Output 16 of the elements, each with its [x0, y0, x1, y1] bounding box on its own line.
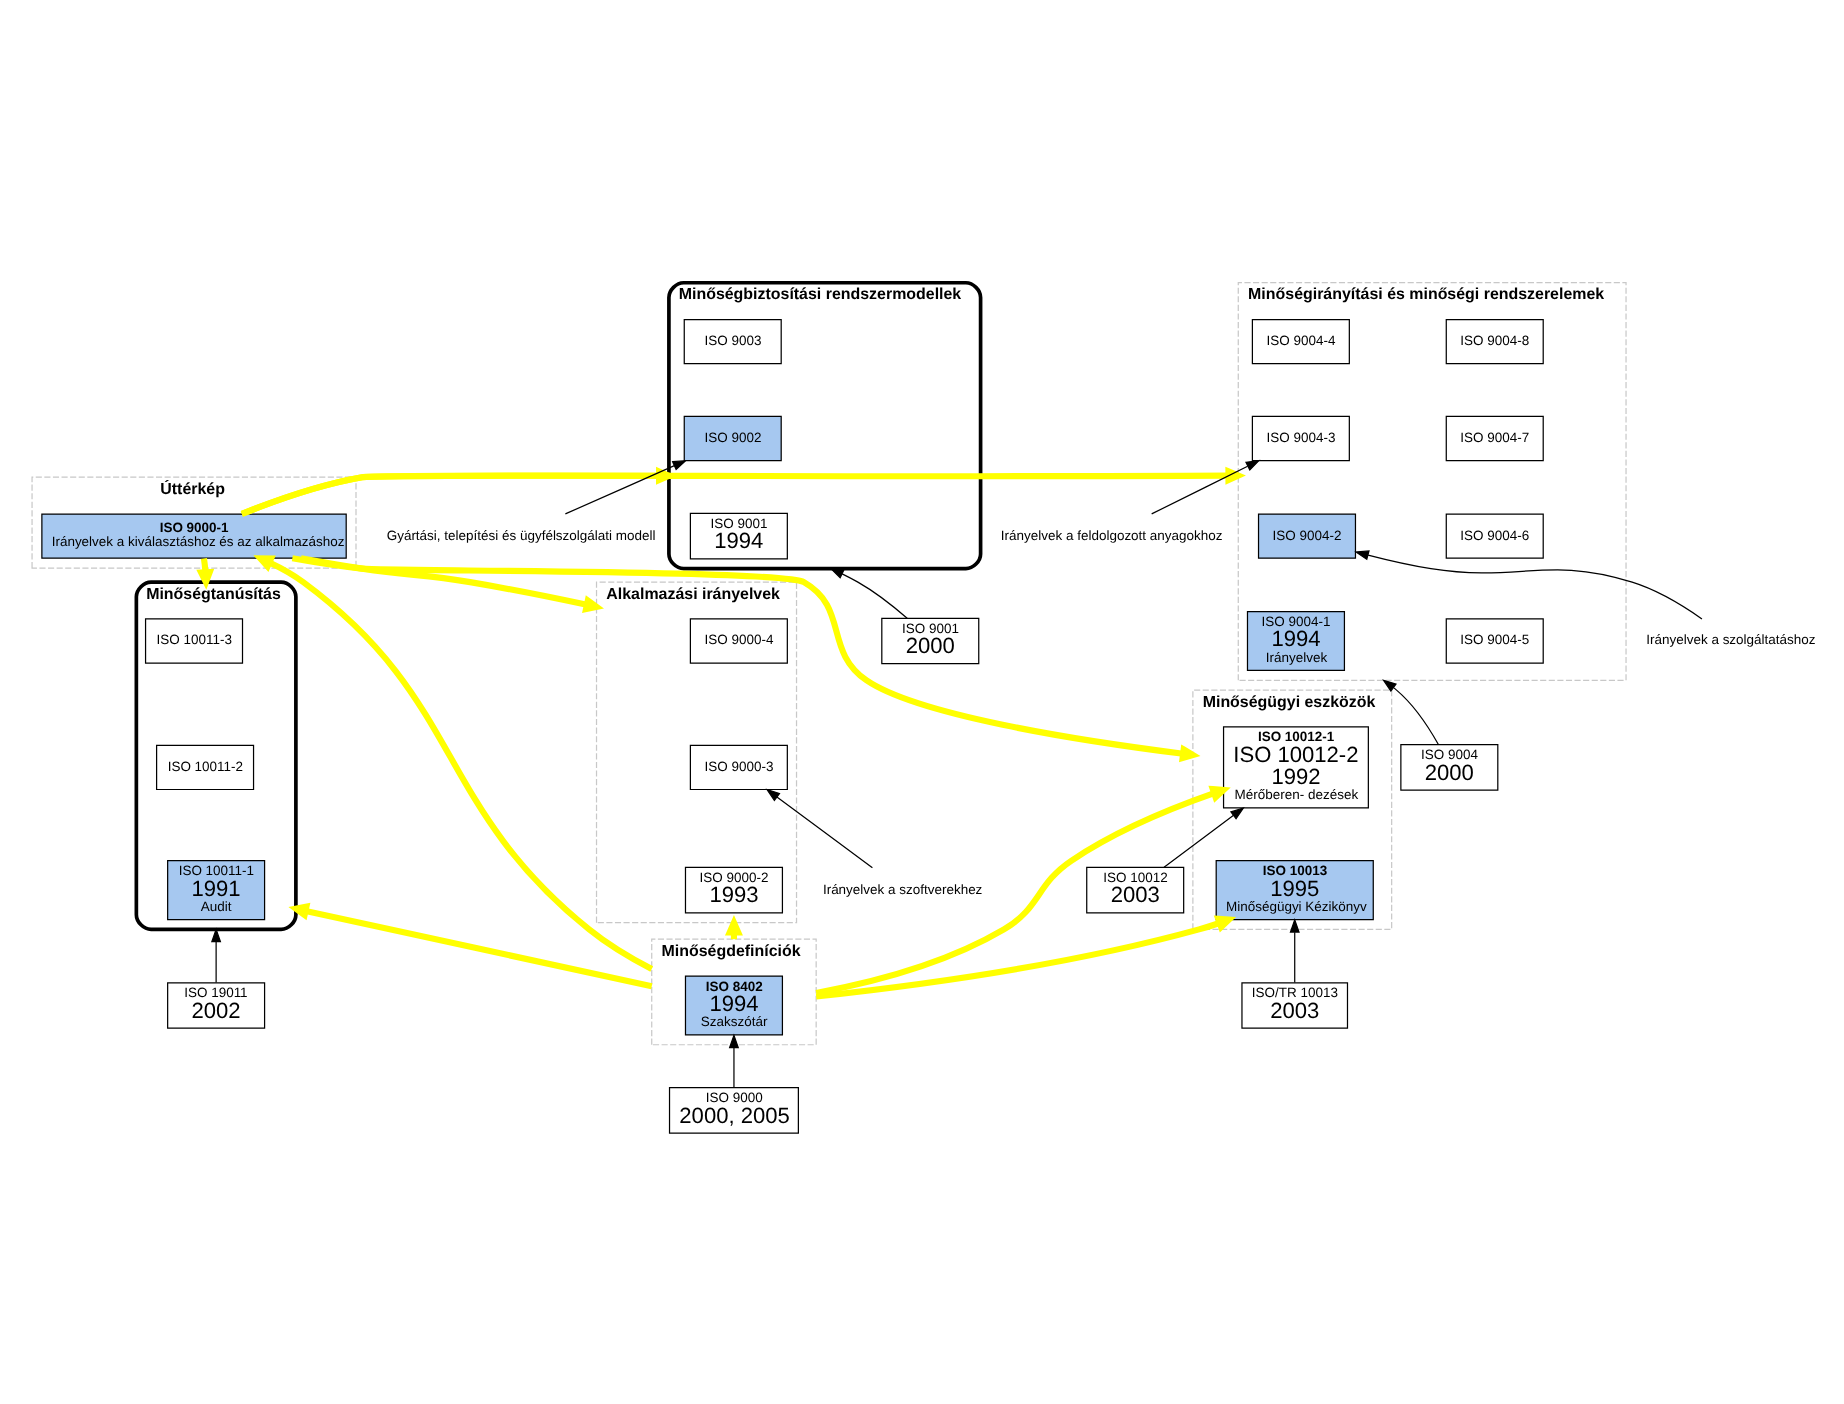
arrow: [1382, 678, 1439, 745]
arrow: [288, 901, 653, 989]
arrow: [829, 566, 908, 618]
arrow: [815, 914, 1237, 999]
arrow: [1151, 458, 1261, 514]
arrow: [291, 554, 1201, 762]
arrow: [210, 926, 222, 983]
arrow: [765, 787, 873, 868]
arrow: [300, 554, 604, 612]
arrow: [564, 458, 688, 514]
arrow: [253, 554, 654, 971]
arrow: [1354, 549, 1703, 619]
arrow: [815, 784, 1231, 995]
arrow: [728, 1032, 740, 1088]
arrow: [1289, 917, 1300, 983]
arrow: [1163, 805, 1245, 867]
